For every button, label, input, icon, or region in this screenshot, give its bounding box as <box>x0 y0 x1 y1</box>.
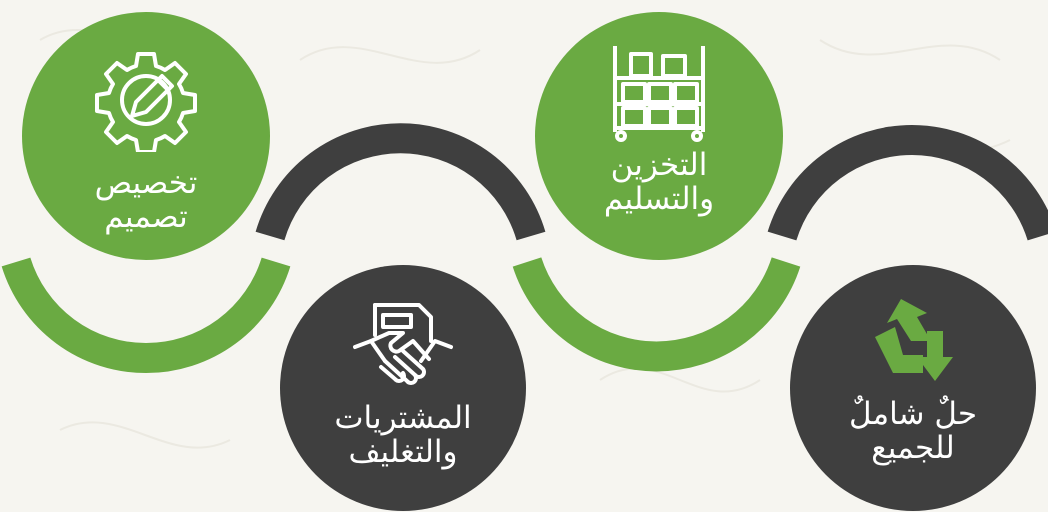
step-label-line1: المشتريات <box>334 400 472 436</box>
wave-arc-dark-right <box>767 124 1048 241</box>
step-label: حلٌ شاملٌ للجميع <box>849 397 977 465</box>
warehouse-shelves-icon <box>613 46 705 142</box>
gear-pencil-icon <box>95 52 197 152</box>
recycle-arrows-icon <box>875 299 953 381</box>
wave-arc-dark-left <box>255 123 546 241</box>
wave-arc-green-left <box>1 257 291 374</box>
step-complete-solution: حلٌ شاملٌ للجميع <box>790 265 1036 511</box>
step-label-line2: تصميم <box>104 199 188 235</box>
step-label: المشتريات والتغليف <box>334 401 471 469</box>
step-label: تخصيص تصميم <box>95 166 198 234</box>
step-label-line2: والتسليم <box>603 181 715 217</box>
wave-arc-green-right <box>512 257 801 372</box>
step-customize-design: تخصيص تصميم <box>22 12 270 260</box>
handshake-document-icon <box>353 303 453 385</box>
step-procurement-packaging: المشتريات والتغليف <box>280 265 526 511</box>
step-label-line1: تخصيص <box>94 165 198 201</box>
step-label-line2: والتغليف <box>348 434 458 470</box>
step-label-line2: للجميع <box>871 430 955 466</box>
step-label: التخزين والتسليم <box>604 148 714 216</box>
step-storage-delivery: التخزين والتسليم <box>535 12 783 260</box>
step-label-line1: التخزين <box>610 147 708 183</box>
step-label-line1: حلٌ شاملٌ <box>849 396 977 432</box>
